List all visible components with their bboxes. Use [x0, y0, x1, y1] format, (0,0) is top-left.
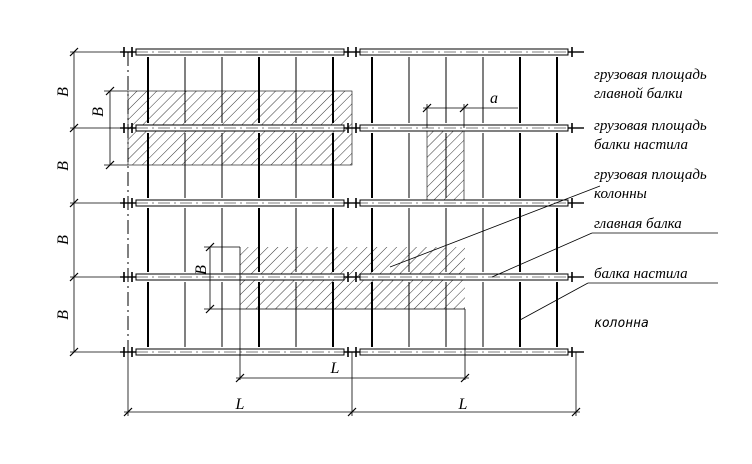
- label-column-area-1: грузовая площадь: [594, 167, 707, 183]
- dim-B-1: B: [55, 87, 72, 97]
- leader-lines: [389, 185, 718, 321]
- left-dimension-chain: B B B B: [55, 47, 128, 357]
- label-column: колонна: [594, 316, 649, 331]
- label-column-area-2: колонны: [594, 186, 647, 202]
- dim-B-2: B: [55, 161, 72, 171]
- dim-a: a: [490, 90, 498, 107]
- label-main-beam-area-1: грузовая площадь: [594, 67, 707, 83]
- column-area-dimension: B: [193, 242, 466, 380]
- bottom-dimension-chain: L L: [123, 352, 581, 417]
- dimension-tick: [69, 47, 79, 57]
- deck-spacing-dimension: a: [422, 90, 518, 128]
- dimension-tick: [69, 347, 79, 357]
- label-main-beam: главная балка: [594, 216, 682, 232]
- label-main-beam-area-2: главной балки: [594, 86, 683, 102]
- label-deck-beam: балка настила: [594, 266, 688, 282]
- dim-B-3: B: [55, 235, 72, 245]
- deck-beams: [147, 57, 558, 347]
- dim-L-1: L: [235, 396, 245, 413]
- dimension-tick: [69, 272, 79, 282]
- dim-L-column-area: L: [330, 360, 340, 377]
- column-area-L-dimension: L: [235, 360, 470, 383]
- main-beam-area-dimension: B: [90, 86, 128, 170]
- label-deck-beam-area-2: балки настила: [594, 137, 688, 153]
- dim-B-4: B: [55, 310, 72, 320]
- dim-B-column-area: B: [193, 265, 210, 275]
- label-deck-beam-area-1: грузовая площадь: [594, 118, 707, 134]
- dimension-tick: [69, 123, 79, 133]
- dim-B-main-area: B: [90, 107, 107, 117]
- dim-L-2: L: [458, 396, 468, 413]
- dimension-tick: [69, 198, 79, 208]
